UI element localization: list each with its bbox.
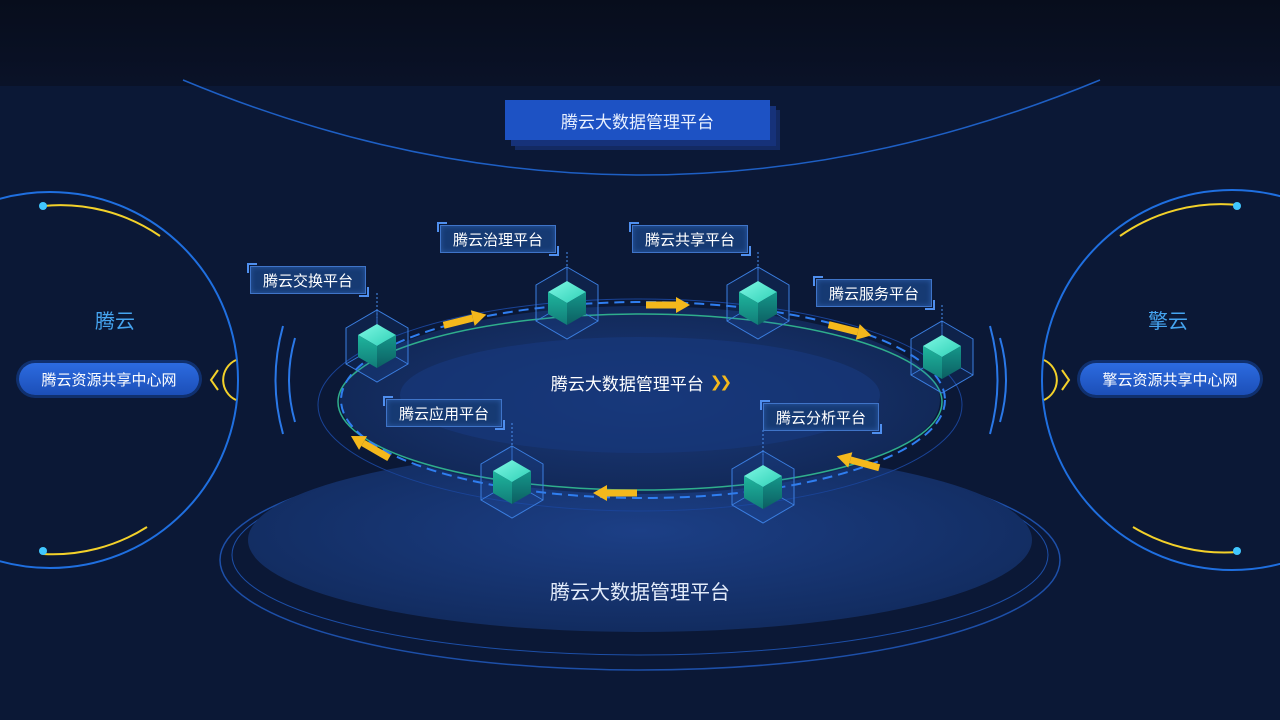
platform-label-analysis[interactable]: 腾云分析平台 xyxy=(759,400,883,434)
platform-label-exchange[interactable]: 腾云交换平台 xyxy=(246,263,370,297)
right-wave-inner xyxy=(999,337,1007,423)
platform-label-sharing[interactable]: 腾云共享平台 xyxy=(628,222,752,256)
flow-arrow-4 xyxy=(836,452,881,472)
header-title: 腾云大数据管理平台 xyxy=(505,100,770,140)
right-resource-pill[interactable]: 擎云资源共享中心网 xyxy=(1080,363,1260,395)
left-wave-inner xyxy=(288,337,296,423)
right-wave-outer xyxy=(989,325,999,435)
flow-arrows xyxy=(350,297,881,501)
base-platform-label: 腾云大数据管理平台 xyxy=(550,580,730,604)
center-label-text: 腾云大数据管理平台 xyxy=(550,374,704,395)
left-node-title: 腾云 xyxy=(95,309,135,333)
flow-arrow-6 xyxy=(350,436,391,462)
flow-arrow-5 xyxy=(593,485,637,501)
double-chevron-right-icon: ❯❯ xyxy=(709,373,732,391)
flow-arrow-2 xyxy=(646,297,690,313)
platform-label-service[interactable]: 腾云服务平台 xyxy=(812,276,936,310)
top-band xyxy=(0,0,1280,86)
top-arc xyxy=(182,79,1101,176)
left-node-circle xyxy=(0,191,239,569)
center-platform-label[interactable]: 腾云大数据管理平台 ❯❯ xyxy=(520,370,760,395)
left-resource-pill[interactable]: 腾云资源共享中心网 xyxy=(19,363,199,395)
flow-arrow-3 xyxy=(827,321,872,340)
right-node-title: 擎云 xyxy=(1148,309,1188,333)
orbit-ring xyxy=(340,301,946,499)
platform-label-application[interactable]: 腾云应用平台 xyxy=(382,396,506,430)
left-wave-outer xyxy=(274,325,284,435)
platform-label-governance[interactable]: 腾云治理平台 xyxy=(436,222,560,256)
inner-platform xyxy=(317,298,963,512)
right-node-circle xyxy=(1041,189,1280,571)
flow-arrow-1 xyxy=(442,310,487,329)
